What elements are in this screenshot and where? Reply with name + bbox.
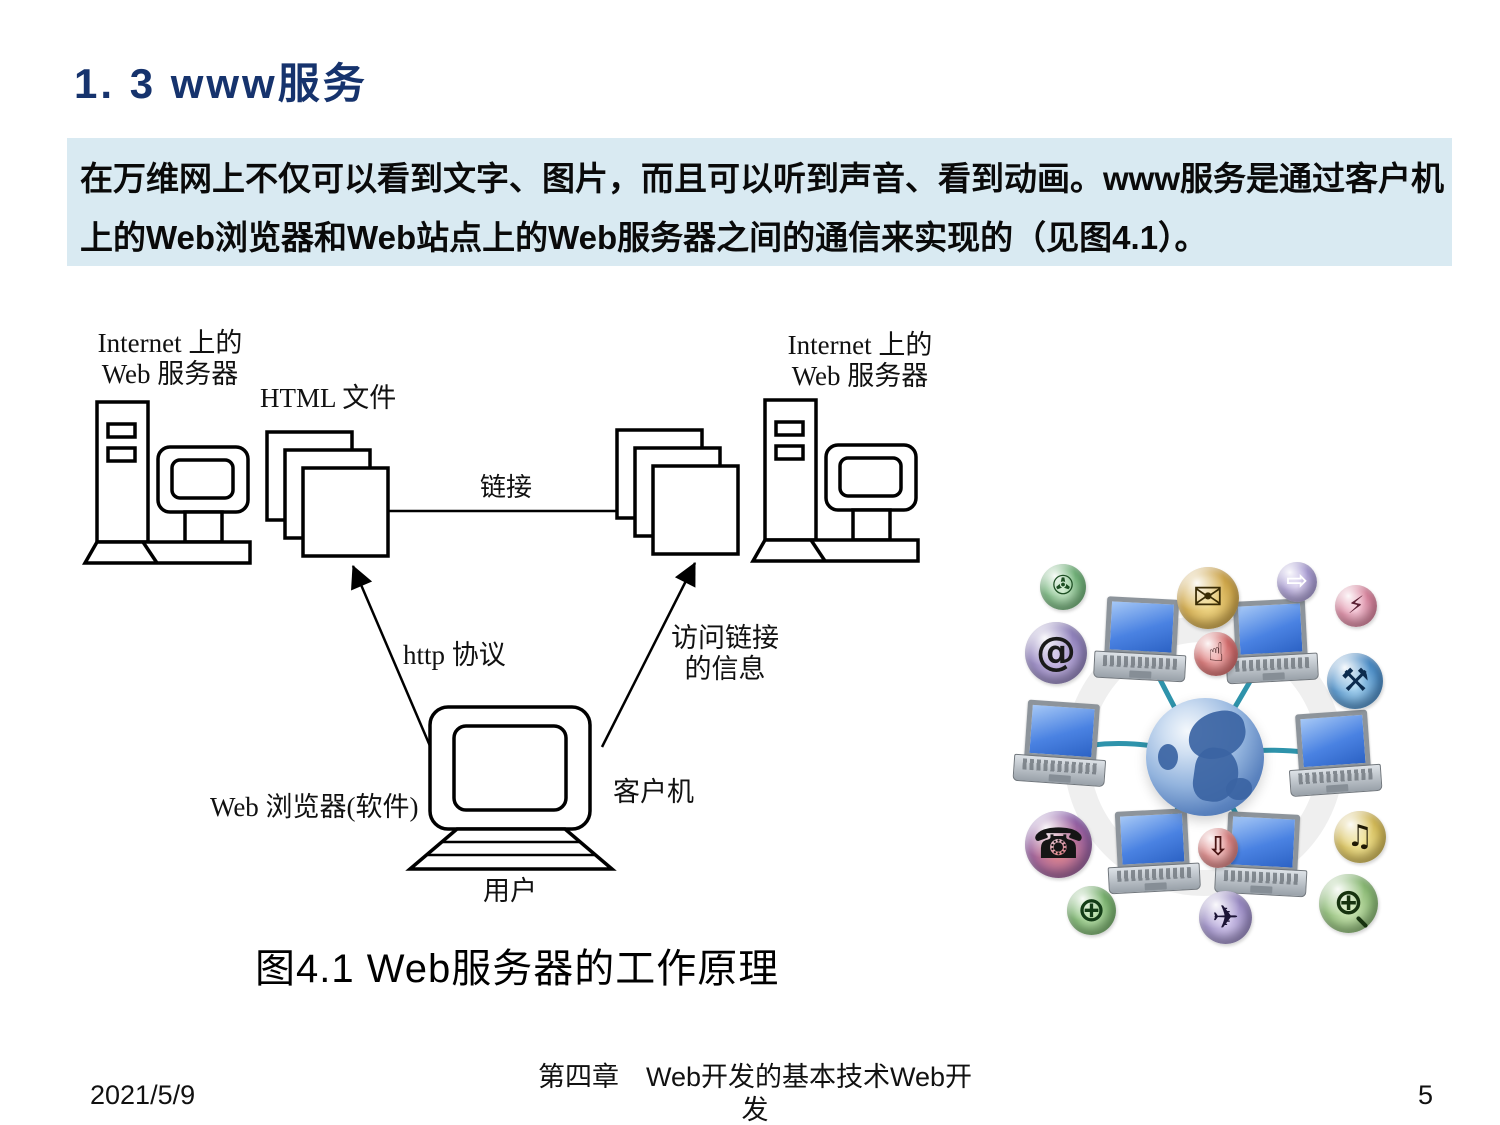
phone-icon: ☎ [1025, 811, 1092, 878]
tools-icon: ⚒ [1327, 653, 1383, 709]
laptop-top-right [1223, 598, 1319, 691]
laptop-bottom-left [1105, 808, 1201, 901]
label-server-left: Internet 上的 Web 服务器 [97, 328, 243, 389]
save-download-icon: ⇩ [1198, 828, 1238, 868]
label-web-browser: Web 浏览器(软件) [210, 792, 419, 822]
label-link: 链接 [479, 473, 532, 502]
hand-icon: ☝ [1194, 632, 1238, 676]
footer-chapter-title: 第四章 Web开发的基本技术Web开发 的基本技术 [537, 1062, 973, 1125]
intro-box: 在万维网上不仅可以看到文字、图片，而且可以听到声音、看到动画。www服务是通过客… [67, 138, 1452, 266]
figure-caption: 图4.1 Web服务器的工作原理 [255, 947, 780, 991]
html-pages-right-drawing [615, 428, 740, 556]
page-title: 1. 3 www服务 [74, 60, 368, 107]
figure-4-1: Internet 上的 Web 服务器 HTML 文件 Internet 上的 … [65, 320, 1015, 960]
web-globe-icon: ⊕ [1067, 886, 1116, 935]
laptop-top-left [1093, 596, 1189, 689]
laptop-mid-right [1285, 709, 1383, 803]
access-arrow [600, 561, 697, 748]
web-server-left-drawing [83, 400, 252, 565]
label-client: 客户机 [613, 777, 694, 807]
figure-4-1-drawing [83, 398, 920, 871]
label-html-file: HTML 文件 [260, 383, 397, 413]
label-server-right: Internet 上的 Web 服务器 [787, 330, 933, 391]
label-http: http 协议 [403, 640, 506, 670]
internet-clipart: ✇ @ ✉ ⇨ ⚡ ☝ ⚒ ☎ ⇩ ♫ ⊕ ✈ ⊕ [1005, 552, 1405, 947]
music-icon: ♫ [1334, 811, 1386, 863]
globe-search-icon: ⊕ [1319, 874, 1378, 933]
page-number: 5 [1418, 1080, 1434, 1110]
globe-icon [1146, 698, 1264, 816]
http-arrow [351, 564, 432, 747]
web-server-right-drawing [751, 398, 920, 563]
at-sign-icon: @ [1025, 622, 1087, 684]
laptop-mid-left [1012, 699, 1110, 793]
film-reel-icon: ✇ [1040, 564, 1086, 610]
label-access-info: 访问链接 的信息 [671, 623, 779, 684]
footer-date: 2021/5/9 [90, 1080, 196, 1110]
arrow-icon: ⇨ [1277, 562, 1317, 602]
airplane-icon: ✈ [1199, 891, 1252, 944]
intro-text: 在万维网上不仅可以看到文字、图片，而且可以听到声音、看到动画。www服务是通过客… [80, 160, 1445, 256]
email-icon: ✉ [1177, 567, 1239, 629]
label-user: 用户 [483, 876, 537, 906]
html-pages-left-drawing [265, 430, 390, 558]
light-bulb-icon: ⚡ [1335, 585, 1377, 627]
client-computer-drawing [405, 705, 617, 871]
